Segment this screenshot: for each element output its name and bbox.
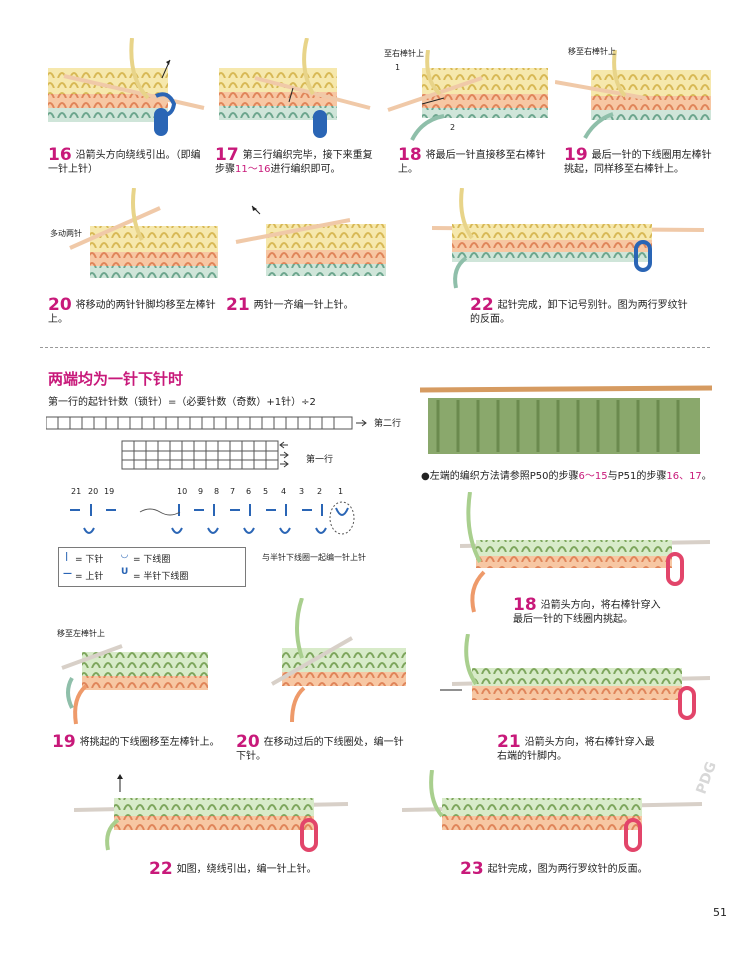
purl-symbol-icon: — [63,569,72,579]
label-row-1: 第一行 [306,455,334,465]
illustration-bottom-step-20 [271,598,406,723]
stitch-number: 5 [263,487,269,496]
legend-purl: = 上针 [75,572,104,582]
caption-text: 进行编织即可。 [270,164,341,175]
stitch-number: 19 [104,487,115,496]
step-number: 17 [215,145,239,165]
step-number: 21 [497,732,521,752]
reference-note: ●左端的编织方法请参照P50的步骤6～15与P51的步骤16、17。 [421,467,712,482]
label-move-two-stitches: 多动两针 [50,229,82,238]
label-move-to-left-needle: 移至左棒针上 [57,629,105,638]
illustration-bottom-step-18 [460,492,711,613]
stitch-number: 4 [281,487,287,496]
legend-knit: = 下针 [75,555,104,565]
illustration-bottom-step-19 [61,644,208,725]
step-number: 18 [513,595,537,615]
stitch-number: 7 [230,487,236,496]
label-together: 与半针下线圈一起编一针上针 [262,553,366,562]
illustration-bottom-step-23 [402,770,703,852]
illustration-step-16 [48,38,205,136]
note-text: ●左端的编织方法请参照P50的步骤 [421,471,579,482]
watermark: PDG [693,759,720,797]
caption-text: 如图，绕线引出，编一针上针。 [176,864,317,875]
illustration-step-17 [219,38,371,138]
note-text: 与P51的步骤 [607,471,667,482]
legend-half-lower-loop: = 半针下线圈 [133,572,189,582]
caption-text: 将挑起的下线圈移至左棒针上。 [79,737,220,748]
step-number: 23 [460,859,484,879]
lower-loop-icon: ◡ [121,550,128,560]
chain-diagram [46,416,367,470]
note-text: 。 [701,471,712,482]
stitch-number: 1 [338,487,344,496]
stitch-number: 20 [88,487,99,496]
stitch-number: 9 [198,487,204,496]
caption-text: 最后一针的下线圈用左棒针挑起，同样移至右棒针上。 [564,150,712,175]
legend-lower-loop: = 下线圈 [133,555,171,565]
caption-text: 起针完成，卸下记号别针。图为两行罗纹针的反面。 [470,300,688,325]
caption-text: 沿箭头方向绕线引出。（即编一针上针） [48,150,201,175]
illustration-step-20 [69,188,218,278]
illustration-bottom-step-22 [74,774,349,852]
step-number: 19 [52,732,76,752]
label-num-2: 2 [450,123,456,132]
step-number: 18 [398,145,422,165]
note-reference: 16、17 [666,471,702,482]
stitch-number: 2 [317,487,323,496]
stitch-number: 6 [246,487,252,496]
section-divider [40,347,710,348]
stitch-number: 3 [299,487,305,496]
stitch-number: 8 [214,487,220,496]
symbol-legend: | = 下针 ◡ = 下线圈 — = 上针 U = 半针下线圈 [58,547,246,587]
illustration-step-19 [555,50,711,140]
step-number: 19 [564,145,588,165]
stitch-number: 21 [71,487,82,496]
illustration-step-18 [387,50,548,141]
caption-text: 第三行编织完毕，接下来重复步骤 [215,150,373,175]
step-reference: 11～16 [235,164,271,175]
label-to-right-needle: 至右棒针上 [384,49,424,58]
stitch-symbol-row [70,501,355,535]
label-row-2: 第二行 [374,419,402,429]
stitch-number: 10 [177,487,188,496]
caption-text: 沿箭头方向，将右棒针穿入最右端的针脚内。 [497,737,655,762]
knitted-sample-photo [418,378,714,460]
step-number: 16 [48,145,72,165]
illustration-step-21 [235,205,386,276]
caption-text: 将移动的两针针脚均移至左棒针上。 [48,300,216,325]
step-number: 21 [226,295,250,315]
step-number: 20 [236,732,260,752]
caption-text: 沿箭头方向，将右棒针穿入最后一针的下线圈内挑起。 [513,600,661,625]
illustration-bottom-step-21 [440,634,711,720]
note-reference: 6～15 [578,471,608,482]
caption-text: 将最后一针直接移至右棒针上。 [398,150,546,175]
caption-text: 在移动过后的下线圈处，编一针下针。 [236,737,404,762]
page-number: 51 [713,906,727,919]
section-title: 两端均为一针下针时 [48,370,184,388]
knit-symbol-icon: | [65,552,69,562]
label-num-1: 1 [395,63,401,72]
half-lower-loop-icon: U [121,567,129,577]
caption-text: 两针一齐编一针上针。 [253,300,354,311]
step-number: 22 [149,859,173,879]
label-move-to-right-needle: 移至右棒针上 [568,47,616,56]
caption-text: 起针完成，图为两行罗纹针的反面。 [487,864,648,875]
cast-on-formula: 第一行的起针针数（锁针）=（必要针数（奇数）+1针）÷2 [48,397,316,408]
step-number: 20 [48,295,72,315]
illustration-step-22 [432,188,705,289]
step-number: 22 [470,295,494,315]
